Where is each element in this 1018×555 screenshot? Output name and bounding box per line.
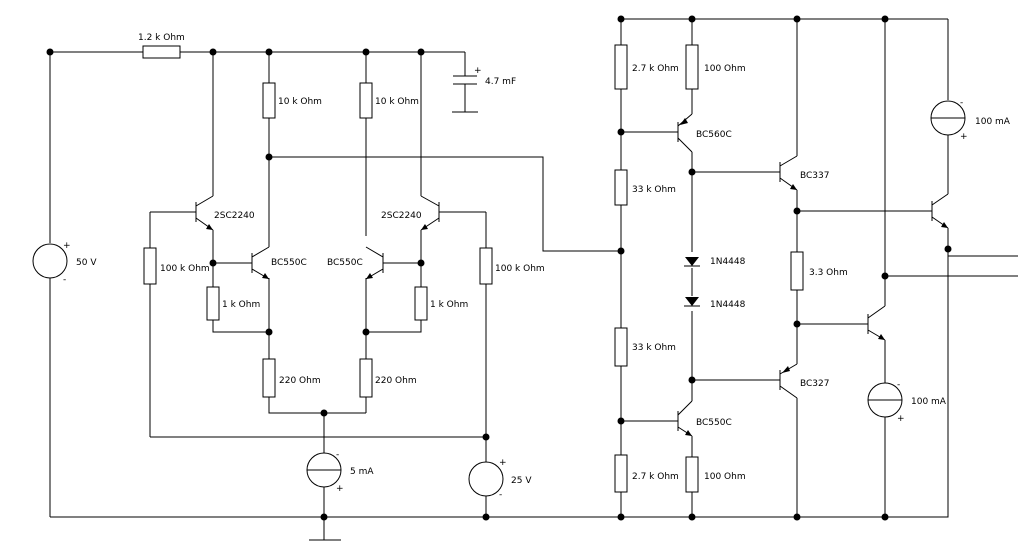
wires <box>49 18 1018 541</box>
current-source-5ma <box>306 452 342 488</box>
minus-mark: - <box>960 98 963 108</box>
label-q-bc560: BC560C <box>696 130 732 140</box>
label-isrc-100ma-top: 100 mA <box>975 117 1011 127</box>
label-q-left-outer: 2SC2240 <box>214 211 255 221</box>
polarity-marks: + + - + - - + - + - + <box>63 66 968 500</box>
minus-mark: - <box>63 275 66 285</box>
label-r-bias-mid2: 33 k Ohm <box>632 343 676 353</box>
minus-mark: - <box>897 380 900 390</box>
label-cap: 4.7 mF <box>485 77 516 87</box>
resistor-100-top <box>685 44 699 90</box>
resistor-220-left <box>262 358 276 398</box>
current-source-100ma-top <box>930 100 966 136</box>
resistor-100-bottom <box>685 456 699 493</box>
junctions <box>46 15 952 521</box>
transistor-output-upper <box>931 193 949 229</box>
diode-1n4448-lower <box>684 297 700 307</box>
plus-mark: + <box>499 458 507 468</box>
resistor-2-7k-top <box>614 44 628 90</box>
resistor-10k-left <box>262 82 276 119</box>
resistor-2-7k-bottom <box>614 454 628 493</box>
label-q-bc327: BC327 <box>800 379 829 389</box>
transistor-2sc2240-right <box>420 195 440 231</box>
label-q-bc337: BC337 <box>800 171 829 181</box>
label-q-right-outer: 2SC2240 <box>381 211 422 221</box>
label-q-left-inner: BC550C <box>271 258 307 268</box>
plus-mark: + <box>336 484 344 494</box>
voltage-source-25v <box>468 461 504 497</box>
label-q-bc550-bot: BC550C <box>696 418 732 428</box>
label-r-bias-mid1: 33 k Ohm <box>632 185 676 195</box>
label-r-col-right: 10 k Ohm <box>375 97 419 107</box>
plus-mark: + <box>63 241 71 251</box>
capacitor-4-7mf <box>453 75 477 95</box>
transistor-2sc2240-left <box>188 195 214 231</box>
resistor-1k-left <box>206 286 220 321</box>
resistor-1-2k <box>142 45 181 59</box>
label-r-emit-left: 1 k Ohm <box>222 300 260 310</box>
label-r-3-3: 3.3 Ohm <box>809 268 848 278</box>
label-r-100-top: 100 Ohm <box>704 64 746 74</box>
transistors <box>188 113 949 437</box>
label-isrc-100ma-bottom: 100 mA <box>911 397 947 407</box>
label-r-base-right: 100 k Ohm <box>495 264 545 274</box>
diodes <box>684 257 700 307</box>
resistor-33k-upper <box>614 169 628 206</box>
resistor-3-3 <box>790 251 804 291</box>
transistor-bc327 <box>779 363 798 399</box>
transistor-bc550c-right <box>365 246 384 280</box>
component-labels: 1.2 k Ohm 4.7 mF 10 k Ohm 10 k Ohm 2SC22… <box>76 33 1011 486</box>
resistors <box>142 44 804 493</box>
label-d2: 1N4448 <box>710 300 746 310</box>
transistor-bc550c-bottom <box>677 400 693 437</box>
sources <box>32 100 966 497</box>
label-src-50v: 50 V <box>76 258 97 268</box>
label-r-tail-right: 220 Ohm <box>375 376 417 386</box>
voltage-source-50v <box>32 243 68 279</box>
label-r-col-left: 10 k Ohm <box>278 97 322 107</box>
current-source-100ma-bottom <box>867 382 903 418</box>
label-d1: 1N4448 <box>710 257 746 267</box>
label-r-base-left: 100 k Ohm <box>160 264 210 274</box>
label-q-right-inner: BC550C <box>327 258 363 268</box>
label-isrc-5ma: 5 mA <box>350 467 374 477</box>
minus-mark: - <box>336 450 339 460</box>
label-r-100-bot: 100 Ohm <box>704 472 746 482</box>
transistor-output-lower <box>867 305 886 341</box>
resistor-1k-right <box>414 286 428 321</box>
label-r-tail-left: 220 Ohm <box>279 376 321 386</box>
resistor-220-right <box>359 358 373 398</box>
resistor-10k-right <box>359 82 373 119</box>
label-r-input: 1.2 k Ohm <box>138 33 185 43</box>
label-r-emit-right: 1 k Ohm <box>430 300 468 310</box>
label-r-bias-top: 2.7 k Ohm <box>632 64 679 74</box>
transistor-bc560c <box>677 113 693 153</box>
label-r-bias-bot: 2.7 k Ohm <box>632 472 679 482</box>
transistor-bc550c-left <box>251 236 270 280</box>
resistor-100k-left <box>143 247 157 285</box>
diode-1n4448-upper <box>684 257 700 267</box>
plus-mark: + <box>897 414 905 424</box>
transistor-bc337 <box>779 155 798 191</box>
label-src-25v: 25 V <box>511 476 532 486</box>
plus-mark: + <box>474 66 482 76</box>
resistor-100k-right <box>479 247 493 285</box>
plus-mark: + <box>960 132 968 142</box>
resistor-33k-lower <box>614 327 628 367</box>
minus-mark: - <box>499 490 502 500</box>
